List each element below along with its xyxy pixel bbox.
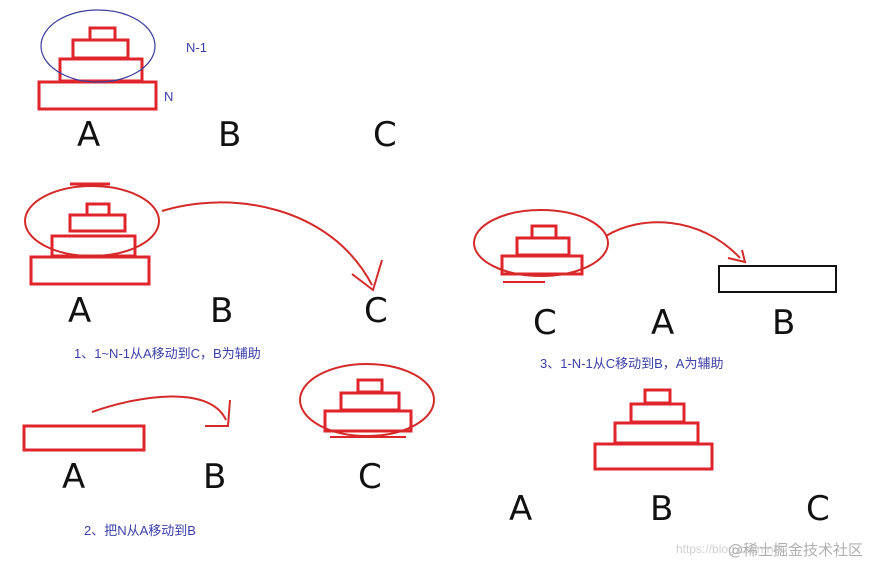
step1-caption: 1、1~N-1从A移动到C，B为辅助	[74, 346, 261, 361]
peg-label-a: A	[68, 291, 91, 331]
disk-bottom	[595, 444, 712, 469]
disk-second	[341, 393, 399, 410]
disk-top	[645, 390, 670, 403]
disk-third	[502, 256, 582, 274]
disk-second	[70, 215, 125, 231]
label-n: N	[164, 89, 173, 104]
peg-label-b: B	[210, 291, 233, 331]
step3-scene: C A B 3、1-N-1从C移动到B，A为辅助	[474, 210, 836, 371]
peg-label-b: B	[650, 489, 673, 529]
disk-bottom	[24, 426, 144, 450]
initial-state: N-1 N A B C	[39, 10, 397, 155]
peg-label-b: B	[203, 457, 226, 497]
final-state: A B C	[509, 390, 830, 529]
peg-label-c: C	[364, 291, 388, 331]
move-arrow	[162, 202, 372, 285]
move-arrow	[92, 396, 226, 420]
watermark-text: @稀土掘金技术社区	[728, 541, 863, 559]
group-circle-n-minus-1	[41, 10, 155, 82]
peg-label-a: A	[62, 457, 85, 497]
disk-second	[73, 40, 128, 58]
peg-label-c: C	[533, 303, 557, 343]
peg-label-c: C	[358, 457, 382, 497]
disk-third	[615, 423, 698, 443]
peg-label-a: A	[509, 489, 532, 529]
group-circle	[300, 364, 434, 436]
disk-bottom	[719, 266, 836, 292]
peg-label-c: C	[373, 115, 397, 155]
step1-scene: A B C 1、1~N-1从A移动到C，B为辅助	[25, 184, 388, 361]
step2-caption: 2、把N从A移动到B	[84, 523, 196, 538]
disk-bottom	[39, 82, 156, 109]
arrow-head	[728, 250, 745, 262]
peg-label-c: C	[806, 489, 830, 529]
disk-third	[325, 411, 411, 431]
peg-label-b: B	[772, 303, 795, 343]
step3-caption: 3、1-N-1从C移动到B，A为辅助	[540, 356, 723, 371]
disk-top	[358, 380, 382, 392]
disk-top	[532, 226, 556, 238]
disk-bottom	[31, 257, 149, 284]
disk-top	[90, 28, 115, 40]
group-circle	[474, 210, 608, 276]
peg-label-b: B	[218, 115, 241, 155]
disk-second	[517, 238, 569, 255]
label-n-minus-1: N-1	[186, 40, 207, 55]
peg-label-a: A	[77, 115, 100, 155]
move-arrow	[606, 222, 740, 258]
step2-scene: A B C 2、把N从A移动到B	[24, 364, 434, 538]
disk-top	[87, 204, 109, 215]
group-circle	[25, 186, 159, 256]
disk-second	[631, 404, 684, 422]
peg-label-a: A	[651, 303, 674, 343]
